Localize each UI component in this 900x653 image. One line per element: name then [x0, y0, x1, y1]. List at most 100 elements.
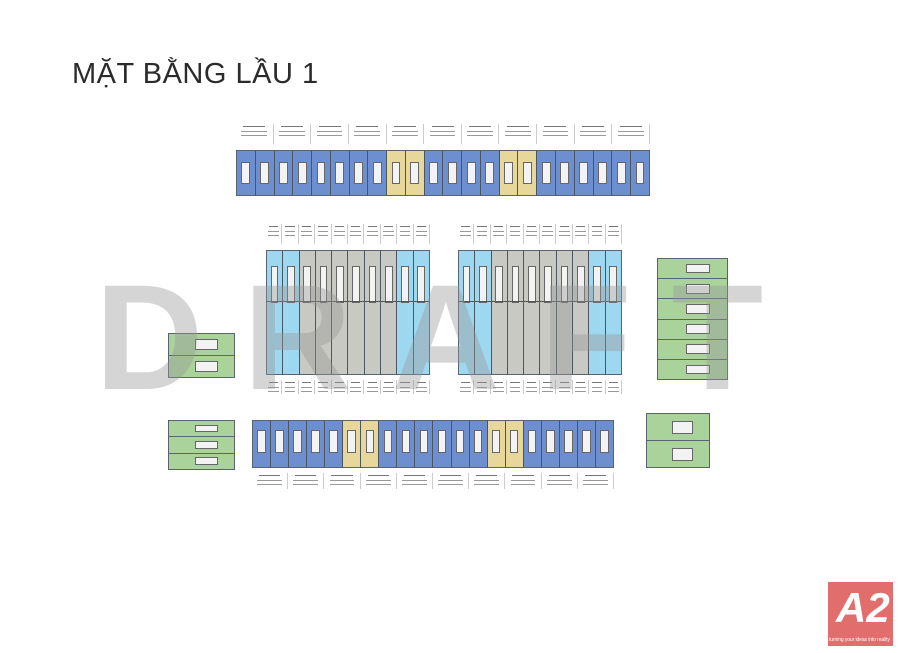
unit [459, 251, 476, 374]
unit-core [671, 420, 694, 434]
unit-core [597, 162, 607, 184]
unit-core [311, 430, 320, 454]
unit-core [437, 430, 447, 454]
unit-core [260, 162, 270, 184]
unit-label [589, 224, 606, 244]
unit-label [274, 124, 312, 144]
unit-core [473, 430, 483, 454]
unit [312, 151, 331, 195]
unit-core [419, 430, 429, 454]
unit-label [282, 224, 299, 244]
unit-label [573, 224, 590, 244]
unit-label [612, 124, 651, 144]
unit [332, 251, 349, 374]
unit [289, 421, 308, 467]
unit-core [275, 430, 284, 454]
unit-core [354, 162, 363, 184]
unit-core [316, 162, 326, 184]
unit-label [491, 380, 508, 394]
unit-core [391, 162, 401, 184]
logo-mark: A2 [836, 584, 890, 631]
unit-core [504, 162, 514, 184]
unit-core [671, 447, 694, 461]
unit-label [381, 224, 398, 244]
unit-core [685, 344, 710, 355]
unit [499, 151, 519, 195]
unit-label [315, 224, 332, 244]
unit-labels [458, 224, 623, 244]
unit-core [195, 441, 218, 449]
unit [315, 251, 333, 374]
unit [387, 151, 406, 195]
villa-unit [658, 359, 727, 380]
villa-unit [169, 356, 234, 377]
unit-core [447, 162, 457, 184]
unit-label [299, 380, 316, 394]
unit-core [372, 162, 382, 184]
villa-unit [647, 441, 709, 467]
unit-label [364, 380, 381, 394]
unit-core [384, 265, 393, 303]
unit-label [414, 224, 431, 244]
unit [267, 251, 284, 374]
unit-core [546, 430, 555, 454]
unit [348, 251, 365, 374]
unit [487, 421, 506, 467]
unit-label [288, 473, 325, 489]
unit [612, 151, 632, 195]
unit [293, 151, 313, 195]
unit [475, 251, 492, 374]
unit-label [282, 380, 299, 394]
unit [237, 151, 256, 195]
unit [573, 251, 590, 374]
unit [349, 151, 369, 195]
villa-unit [658, 339, 727, 360]
block-right-villa [657, 258, 728, 380]
unit [589, 251, 606, 374]
unit-core [509, 430, 519, 454]
unit-label [311, 124, 349, 144]
unit-labels [266, 224, 431, 244]
unit [381, 251, 398, 374]
block-top-row [236, 150, 650, 196]
unit [577, 421, 596, 467]
unit-label [414, 380, 431, 394]
unit-core [593, 265, 601, 303]
unit-core [278, 162, 288, 184]
unit-label [332, 224, 349, 244]
unit-label [474, 224, 491, 244]
unit-core [609, 265, 618, 303]
unit-label [505, 473, 542, 489]
unit-core [600, 430, 609, 454]
block-bottom-right-villa [646, 413, 710, 468]
villa-unit [658, 279, 727, 300]
unit-core [195, 424, 218, 433]
unit-core [347, 430, 356, 454]
unit-core [335, 162, 345, 184]
unit-label [348, 380, 365, 394]
logo-tagline: turning your ideas into reality [829, 637, 890, 643]
villa-unit [169, 421, 234, 438]
unit-label [424, 124, 462, 144]
unit-label [537, 124, 575, 144]
unit-label [387, 124, 425, 144]
unit [540, 251, 557, 374]
block-middle [266, 250, 430, 375]
unit-core [417, 265, 426, 303]
unit [605, 251, 621, 374]
unit-core [560, 162, 570, 184]
unit [524, 251, 541, 374]
unit [379, 421, 398, 467]
unit-label [266, 380, 283, 394]
unit [330, 151, 350, 195]
unit [559, 421, 578, 467]
unit-label [458, 380, 475, 394]
unit [361, 421, 380, 467]
unit [507, 251, 525, 374]
unit-core [544, 265, 552, 303]
unit-label [364, 224, 381, 244]
unit-core [522, 162, 532, 184]
unit-core [287, 265, 295, 303]
unit-core [564, 430, 573, 454]
unit-label [556, 380, 573, 394]
